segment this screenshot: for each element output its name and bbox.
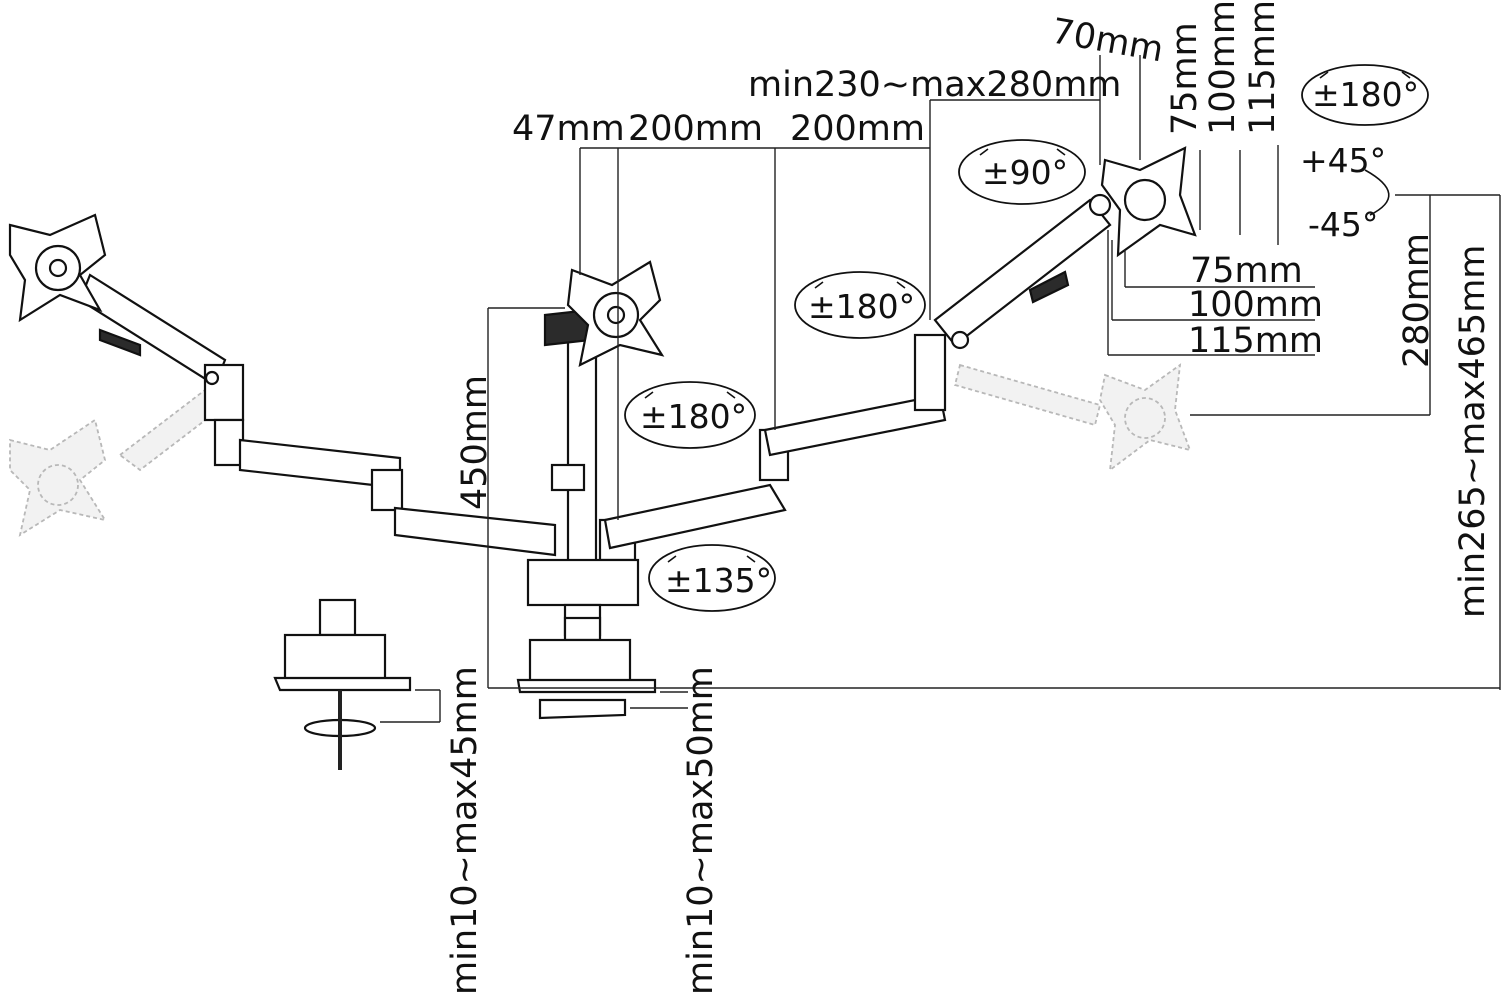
tilt-down-label: -45°	[1308, 205, 1378, 244]
ghost-right-arm	[953, 363, 1192, 472]
tilt-arc	[1364, 169, 1390, 216]
head-swivel-label: ±90°	[982, 153, 1068, 192]
dimension-lines	[380, 55, 1501, 723]
vesa-v-100-label: 100mm	[1203, 0, 1243, 135]
arm-swivel-center-ellipse	[624, 381, 756, 449]
clamp-base	[516, 616, 657, 720]
vesa-h-100-label: 100mm	[1188, 285, 1323, 325]
vesa-rotation-ellipse	[1301, 64, 1429, 126]
grommet-base	[273, 598, 412, 770]
left-middle-arm	[393, 506, 557, 557]
ghost-left-arm	[9, 388, 227, 537]
arm-swivel-right-label: ±180°	[808, 287, 915, 326]
dim-47mm-label: 47mm	[512, 109, 625, 149]
clamp-thickness-label: min10~max50mm	[681, 666, 721, 995]
base-swivel-ellipse	[648, 544, 776, 612]
vesa-h-75-label: 75mm	[1190, 251, 1303, 291]
left-monitor-arm	[8, 213, 557, 557]
reach-label: min230~max280mm	[748, 65, 1121, 105]
vesa-rotation-label: ±180°	[1312, 75, 1419, 114]
arm-swivel-center-label: ±180°	[640, 397, 747, 436]
arm-drop-label: 280mm	[1397, 233, 1437, 368]
vesa-h-115-label: 115mm	[1188, 321, 1323, 361]
dim-200mm-label-1: 200mm	[628, 109, 763, 149]
tilt-up-label: +45°	[1300, 141, 1386, 180]
arm-swivel-right-ellipse	[794, 271, 926, 339]
vesa-v-115-label: 115mm	[1243, 0, 1283, 135]
right-upper-arm	[933, 198, 1112, 347]
dim-200mm-label-2: 200mm	[790, 109, 925, 149]
head-swivel-ellipse	[958, 139, 1086, 205]
center-right-arm	[603, 483, 787, 550]
right-arm-clip	[1028, 270, 1070, 304]
right-monitor-arm	[758, 146, 1197, 482]
right-lower-arm	[763, 393, 947, 457]
left-arm-clip	[98, 328, 142, 357]
base-swivel-label: ±135°	[665, 561, 772, 600]
pole-height-label: 450mm	[455, 375, 495, 510]
height-range-label: min265~max465mm	[1453, 245, 1493, 618]
tilt-offset-label: 70mm	[1048, 11, 1166, 70]
grommet-thickness-label: min10~max45mm	[445, 666, 485, 995]
vesa-v-75-label: 75mm	[1165, 22, 1205, 135]
